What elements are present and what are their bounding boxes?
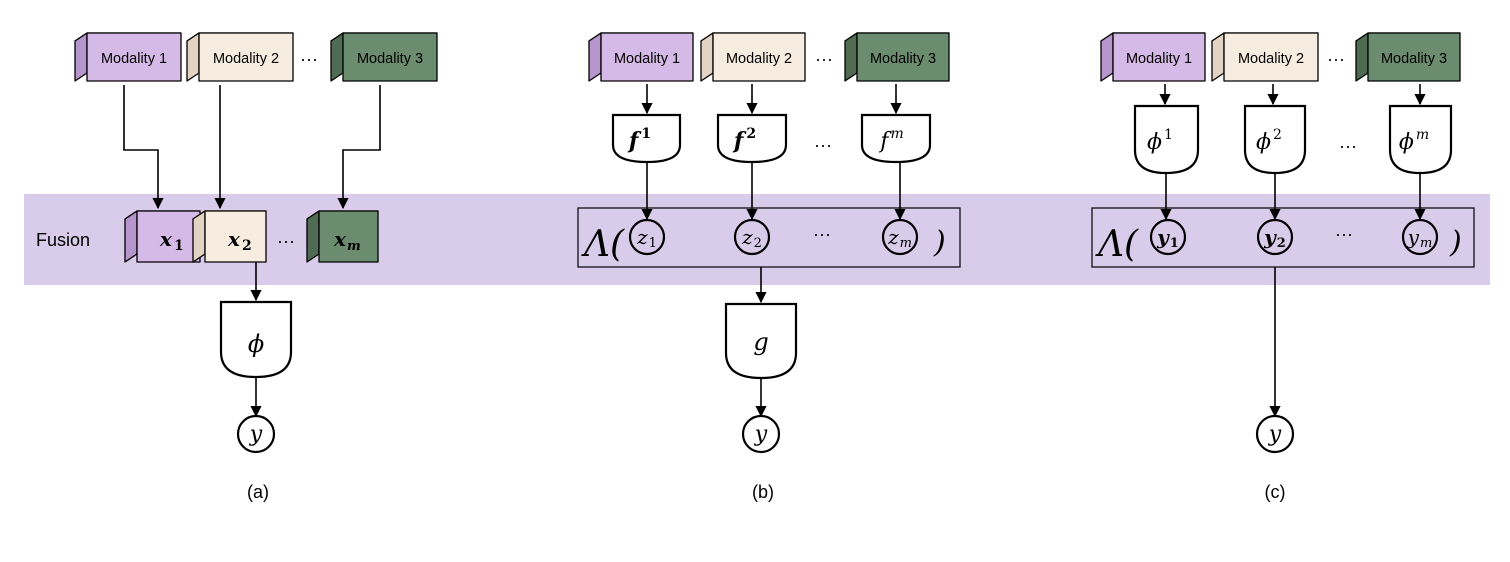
panel-a-input-m-symbol: xm <box>333 227 361 254</box>
panel-b-latent-2-symbol: z2 <box>741 225 762 251</box>
panel-a-modality-3-label: Modality 3 <box>357 51 423 67</box>
panel-b-close-paren: ) <box>933 225 946 260</box>
panel-a-modality-2-label: Modality 2 <box>213 51 279 67</box>
panel-c-output-node: y <box>1255 414 1295 454</box>
panel-b-modality-2: Modality 2 <box>700 32 806 82</box>
panel-c-prediction-1 <box>1149 218 1187 256</box>
panel-b-head-unit: g <box>724 302 798 380</box>
panel-c-modality-3: Modality 3 <box>1355 32 1461 82</box>
panel-b-latent-1-symbol: z1 <box>636 225 657 251</box>
panel-c-model-ellipsis: ··· <box>1339 136 1357 156</box>
panel-a-edge-1 <box>123 85 164 210</box>
panel-c-modality-1-label: Modality 1 <box>1126 51 1192 67</box>
panel-c-caption: (c) <box>1265 482 1286 502</box>
panel-a-caption: (a) <box>247 482 269 502</box>
panel-c-modality-ellipsis: ··· <box>1327 49 1345 69</box>
panel-a-output-symbol: y <box>249 422 263 447</box>
panel-c-close-paren: ) <box>1449 225 1462 260</box>
panel-c-prediction-m-symbol: ym <box>1407 225 1433 251</box>
panel-b-head-symbol: g <box>753 328 768 356</box>
panel-a-modality-3: Modality 3 <box>330 32 438 82</box>
panel-c-modality-2-label: Modality 2 <box>1238 51 1304 67</box>
panel-b-latent-1 <box>628 218 666 256</box>
panel-b-caption: (b) <box>752 482 774 502</box>
panel-c-prediction-ellipsis: ··· <box>1335 224 1353 244</box>
panel-a-model-unit: ϕ <box>219 300 293 379</box>
panel-c-output-symbol: y <box>1268 422 1282 447</box>
panel-a-modality-1-label: Modality 1 <box>101 51 167 67</box>
panel-b-modality-3: Modality 3 <box>844 32 950 82</box>
panel-c-prediction-m <box>1401 218 1439 256</box>
panel-c-modality-3-label: Modality 3 <box>1381 51 1447 67</box>
panel-a-model-symbol: ϕ <box>248 330 264 358</box>
panel-b-modality-ellipsis: ··· <box>815 49 833 69</box>
panel-c-fusion-box: Λ( y1 y2 ··· ym ) <box>1091 207 1475 268</box>
panel-a-modality-2: Modality 2 <box>186 32 294 82</box>
panel-a-modality-ellipsis: ··· <box>300 49 318 69</box>
panel-b-latent-m <box>881 218 919 256</box>
panel-b-latent-ellipsis: ··· <box>813 224 831 244</box>
panel-a-output-node: y <box>236 414 276 454</box>
panel-b-fusion-box: Λ( z1 z2 ··· zm ) <box>577 207 961 268</box>
panel-b-latent-m-symbol: zm <box>887 225 912 251</box>
panel-a-edge-3 <box>337 85 381 210</box>
panel-b-latent-2 <box>733 218 771 256</box>
panel-c-prediction-2 <box>1256 218 1294 256</box>
fusion-label: Fusion <box>36 230 90 250</box>
panel-c-modality-1: Modality 1 <box>1100 32 1206 82</box>
panel-a-modality-1: Modality 1 <box>74 32 182 82</box>
panel-b-modality-1: Modality 1 <box>588 32 694 82</box>
panel-a-input-m: xm <box>306 210 379 263</box>
panel-b-encoder-ellipsis: ··· <box>814 135 832 155</box>
panel-c-modality-2: Modality 2 <box>1211 32 1319 82</box>
panel-c-prediction-2-symbol: y2 <box>1263 225 1286 251</box>
panel-b-modality-3-label: Modality 3 <box>870 51 936 67</box>
panel-b-modality-2-label: Modality 2 <box>726 51 792 67</box>
panel-b-output-node: y <box>741 414 781 454</box>
panel-c-prediction-1-symbol: y1 <box>1156 225 1179 251</box>
panel-a-input-ellipsis: ··· <box>277 231 295 251</box>
panel-b-output-symbol: y <box>754 422 768 447</box>
panel-b-modality-1-label: Modality 1 <box>614 51 680 67</box>
panel-c-fusion-op: Λ( <box>1095 224 1139 265</box>
panel-b-fusion-op: Λ( <box>581 224 625 265</box>
